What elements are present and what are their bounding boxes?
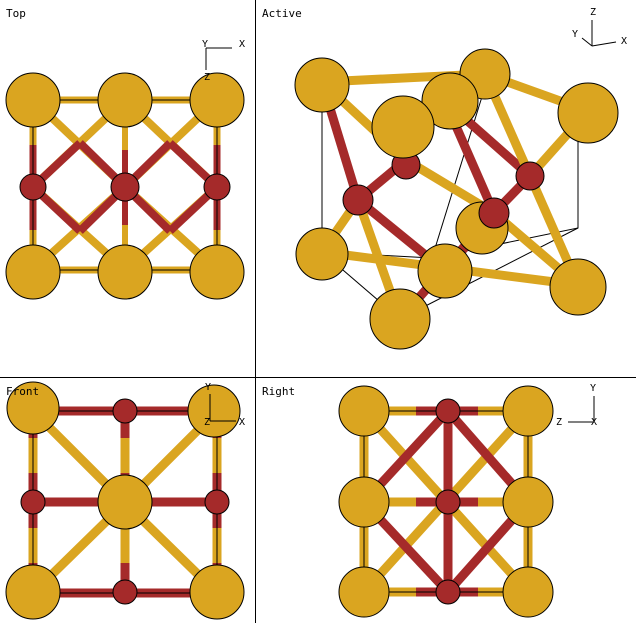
viewport-title-top: Top bbox=[6, 7, 26, 20]
axis-labels-right: Y Z X bbox=[556, 383, 597, 428]
axis-label-z: Z bbox=[590, 7, 596, 18]
axis-label-y: Y bbox=[590, 383, 596, 394]
axis-label-y: Y bbox=[202, 39, 208, 50]
viewport-front[interactable]: Y Z X Front bbox=[0, 378, 255, 623]
top-view-canvas[interactable] bbox=[0, 0, 255, 377]
viewport-title-right: Right bbox=[262, 385, 296, 398]
axis-label-y: Y bbox=[572, 29, 578, 40]
viewport-top[interactable]: Y X Z Top bbox=[0, 0, 255, 377]
viewport-active[interactable]: Z Y X Active bbox=[256, 0, 636, 377]
axis-labels-top: Y X Z bbox=[202, 39, 245, 83]
axis-triad-front bbox=[209, 394, 236, 422]
viewport-title-active: Active bbox=[262, 7, 302, 20]
horizontal-divider[interactable] bbox=[0, 377, 636, 378]
viewport-title-front: Front bbox=[6, 385, 40, 398]
vertical-divider[interactable] bbox=[255, 0, 256, 623]
front-view-canvas[interactable] bbox=[0, 378, 255, 623]
axis-label-z: Z bbox=[204, 417, 210, 428]
axis-labels-front: Y Z X bbox=[204, 382, 245, 428]
active-view-canvas[interactable] bbox=[256, 0, 636, 377]
axis-label-x: X bbox=[621, 36, 627, 47]
axis-triad-right bbox=[568, 396, 595, 423]
axis-label-z: Z bbox=[556, 417, 562, 428]
axis-triad-active bbox=[581, 20, 617, 47]
axis-label-x: X bbox=[239, 417, 245, 428]
axis-labels-active: Z Y X bbox=[572, 7, 627, 47]
axis-label-y: Y bbox=[205, 382, 211, 393]
axis-label-x: X bbox=[239, 39, 245, 50]
axis-label-z: Z bbox=[204, 72, 210, 83]
right-view-canvas[interactable] bbox=[256, 378, 636, 623]
axis-label-x: X bbox=[591, 417, 597, 428]
viewport-right[interactable]: Y Z X Right bbox=[256, 378, 636, 623]
axis-triad-top bbox=[205, 47, 232, 70]
